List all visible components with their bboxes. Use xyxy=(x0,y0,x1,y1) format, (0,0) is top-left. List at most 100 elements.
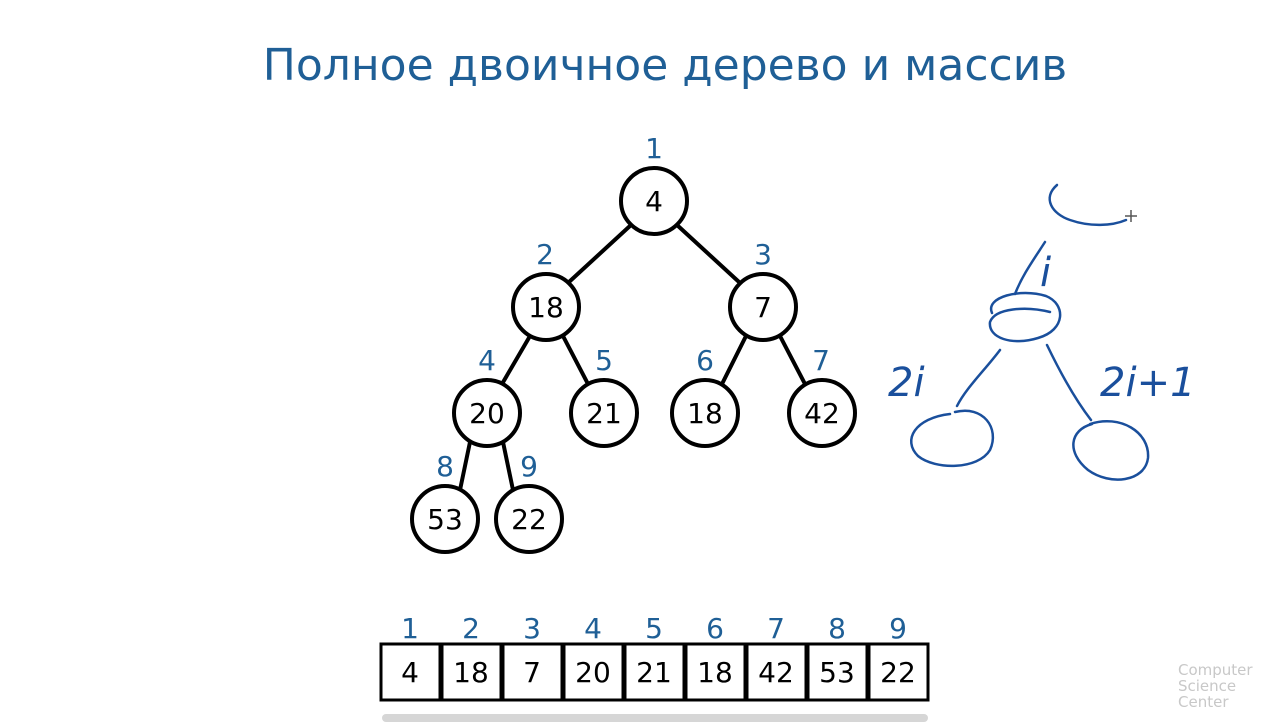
node-circle xyxy=(452,378,522,448)
array-index: 1 xyxy=(401,612,419,645)
node-value: 20 xyxy=(469,397,505,430)
sketch-left-child-node xyxy=(909,409,995,467)
watermark-line: Computer xyxy=(1178,661,1253,679)
array-cell: 2 18 xyxy=(440,612,503,702)
node-circle xyxy=(410,484,480,554)
node-index: 3 xyxy=(754,238,772,271)
node-circle xyxy=(511,272,581,342)
node-circle xyxy=(494,484,564,554)
array-cell-box xyxy=(745,642,808,702)
pointer-cursor-icon xyxy=(1125,210,1137,222)
array-cell-box xyxy=(867,642,930,702)
horizontal-scrollbar[interactable] xyxy=(382,714,928,722)
array-index: 8 xyxy=(828,612,846,645)
node-value: 18 xyxy=(687,397,723,430)
node-circle xyxy=(569,378,639,448)
array-cell: 6 18 xyxy=(684,612,747,702)
computer-science-center-logo: Computer Science Center xyxy=(1178,662,1253,710)
node-value: 22 xyxy=(511,503,547,536)
array-index: 5 xyxy=(645,612,663,645)
edge-4-8 xyxy=(458,440,472,492)
node-circle xyxy=(619,166,689,236)
tree-node: 20 4 xyxy=(452,344,522,448)
array-index: 3 xyxy=(523,612,541,645)
sketch-parent-edge xyxy=(1013,240,1047,296)
tree-node: 42 7 xyxy=(787,344,857,448)
node-index: 4 xyxy=(478,344,496,377)
array-strip: 1 4 2 18 3 7 4 20 5 21 6 18 xyxy=(379,612,930,702)
array-value: 20 xyxy=(575,656,611,689)
node-index: 8 xyxy=(436,450,454,483)
array-value: 21 xyxy=(636,656,672,689)
array-cell-box xyxy=(562,642,625,702)
array-index: 2 xyxy=(462,612,480,645)
handwritten-sketch: i 2i 2i+1 xyxy=(888,183,1196,481)
node-circle xyxy=(787,378,857,448)
array-value: 7 xyxy=(523,656,541,689)
node-index: 2 xyxy=(536,238,554,271)
edge-2-4 xyxy=(500,334,532,386)
edge-3-7 xyxy=(778,334,807,386)
array-cell: 8 53 xyxy=(806,612,869,702)
edge-4-9 xyxy=(501,440,515,492)
node-index: 6 xyxy=(696,344,714,377)
array-cell-box xyxy=(806,642,869,702)
node-circle xyxy=(728,272,798,342)
node-value: 7 xyxy=(754,291,772,324)
array-cell-box xyxy=(379,642,442,702)
array-value: 18 xyxy=(453,656,489,689)
array-cell-box xyxy=(684,642,747,702)
array-value: 4 xyxy=(401,656,419,689)
node-index: 9 xyxy=(520,450,538,483)
sketch-parent-arc xyxy=(1048,183,1128,227)
array-cell: 1 4 xyxy=(379,612,442,702)
tree-node: 4 1 xyxy=(619,132,689,236)
tree-node: 21 5 xyxy=(569,344,639,448)
array-cell-box xyxy=(440,642,503,702)
sketch-parent-node xyxy=(988,291,1062,343)
sketch-left-edge xyxy=(955,348,1002,408)
sketch-left-label: 2i xyxy=(888,360,925,406)
sketch-parent-label: i xyxy=(1040,250,1051,296)
tree-edges xyxy=(458,223,807,492)
array-value: 42 xyxy=(758,656,794,689)
watermark-line: Center xyxy=(1178,693,1229,711)
tree-nodes: 4 1 18 2 7 3 20 4 21 5 18 6 xyxy=(410,132,857,554)
array-index: 6 xyxy=(706,612,724,645)
edge-1-3 xyxy=(675,223,741,284)
array-cell: 9 22 xyxy=(867,612,930,702)
tree-node: 18 2 xyxy=(511,238,581,342)
array-cell: 7 42 xyxy=(745,612,808,702)
array-value: 18 xyxy=(697,656,733,689)
edge-3-6 xyxy=(720,334,748,386)
node-index: 7 xyxy=(812,344,830,377)
node-value: 18 xyxy=(528,291,564,324)
sketch-right-child-node xyxy=(1072,419,1150,481)
edge-2-5 xyxy=(561,334,590,386)
node-index: 1 xyxy=(645,132,663,165)
tree-node: 18 6 xyxy=(670,344,740,448)
tree-node: 7 3 xyxy=(728,238,798,342)
watermark-line: Science xyxy=(1178,677,1237,695)
tree-node: 22 9 xyxy=(494,450,564,554)
node-value: 53 xyxy=(427,503,463,536)
tree-node: 53 8 xyxy=(410,450,480,554)
array-cell: 4 20 xyxy=(562,612,625,702)
sketch-right-label: 2i+1 xyxy=(1100,360,1196,406)
edge-1-2 xyxy=(567,223,633,284)
node-value: 4 xyxy=(645,185,663,218)
node-index: 5 xyxy=(595,344,613,377)
slide-title: Полное двоичное дерево и массив xyxy=(262,40,1068,91)
array-cell-box xyxy=(501,642,564,702)
array-cell: 5 21 xyxy=(623,612,686,702)
array-index: 9 xyxy=(889,612,907,645)
sketch-right-edge xyxy=(1045,343,1093,422)
array-value: 53 xyxy=(819,656,855,689)
array-value: 22 xyxy=(880,656,916,689)
node-value: 42 xyxy=(804,397,840,430)
node-circle xyxy=(670,378,740,448)
array-cell: 3 7 xyxy=(501,612,564,702)
array-index: 4 xyxy=(584,612,602,645)
array-cell-box xyxy=(623,642,686,702)
